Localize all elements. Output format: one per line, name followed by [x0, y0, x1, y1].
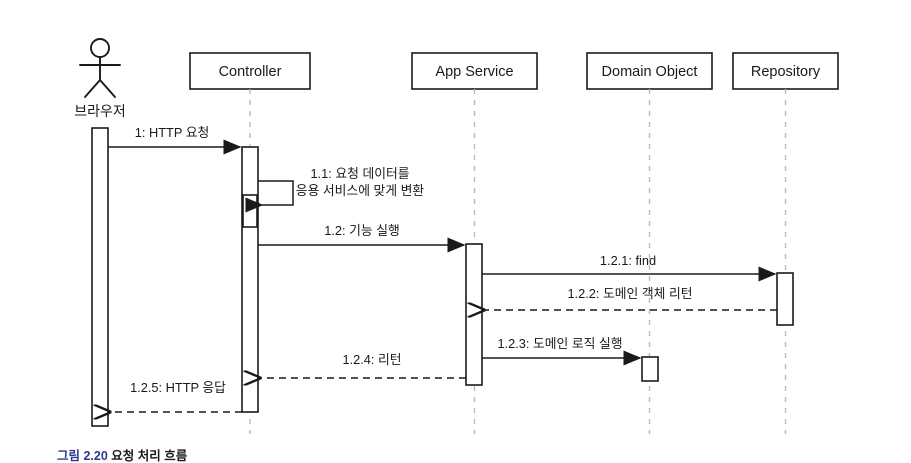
- actor-label: 브라우저: [74, 103, 126, 119]
- participant-label-domain-object: Domain Object: [602, 64, 698, 80]
- message-label-1-1-line1: 1.1: 요청 데이터를: [310, 166, 409, 181]
- message-1: 1: HTTP 요청: [108, 125, 242, 155]
- figure-caption-number: 그림 2.20: [57, 449, 108, 463]
- message-label-1-1-line2: 응용 서비스에 맞게 변환: [296, 183, 425, 198]
- participant-repository[interactable]: Repository: [732, 52, 839, 90]
- figure-caption: 그림 2.20 요청 처리 흐름: [57, 449, 187, 463]
- message-label-1-2-2: 1.2.2: 도메인 객체 리턴: [567, 286, 692, 301]
- actor-leg-left-icon: [84, 79, 101, 98]
- participant-app-service[interactable]: App Service: [411, 52, 538, 90]
- activation-controller: [241, 146, 259, 413]
- activation-browser: [91, 127, 109, 427]
- activation-domain-object: [641, 356, 659, 382]
- message-1-2-1: 1.2.1: find: [482, 253, 777, 282]
- message-label-1-2-5: 1.2.5: HTTP 응답: [130, 380, 226, 395]
- actor-leg-right-icon: [99, 79, 116, 98]
- message-1-2-4: 1.2.4: 리턴: [260, 352, 466, 378]
- message-1-1: 1.1: 요청 데이터를 응용 서비스에 맞게 변환: [245, 166, 425, 213]
- message-1-2-2: 1.2.2: 도메인 객체 리턴: [484, 286, 777, 310]
- actor-head-icon: [90, 38, 110, 58]
- participant-domain-object[interactable]: Domain Object: [586, 52, 713, 90]
- participant-label-app-service: App Service: [435, 64, 513, 80]
- message-label-1-2: 1.2: 기능 실행: [324, 223, 400, 238]
- actor-browser: 브라우저: [74, 38, 126, 119]
- participant-box-app-service[interactable]: [411, 52, 538, 90]
- participant-label-controller: Controller: [219, 64, 282, 80]
- message-1-2: 1.2: 기능 실행: [258, 223, 466, 253]
- participant-box-controller[interactable]: [189, 52, 311, 90]
- message-label-1-2-4: 1.2.4: 리턴: [342, 352, 401, 367]
- participant-controller[interactable]: Controller: [189, 52, 311, 90]
- message-label-1-2-1: 1.2.1: find: [600, 253, 656, 268]
- activation-controller-nested: [242, 194, 258, 228]
- participant-label-repository: Repository: [751, 64, 821, 80]
- activation-repository: [776, 272, 794, 326]
- activation-app-service: [465, 243, 483, 386]
- message-1-2-3: 1.2.3: 도메인 로직 실행: [482, 336, 642, 366]
- message-label-1-2-3: 1.2.3: 도메인 로직 실행: [497, 336, 622, 351]
- message-arrow-1-1-selfloop: [245, 180, 294, 213]
- participant-box-domain-object[interactable]: [586, 52, 713, 90]
- figure-caption-text: 요청 처리 흐름: [111, 449, 188, 463]
- participant-box-repository[interactable]: [732, 52, 839, 90]
- message-label-1: 1: HTTP 요청: [135, 125, 210, 140]
- message-1-2-5: 1.2.5: HTTP 응답: [110, 380, 242, 412]
